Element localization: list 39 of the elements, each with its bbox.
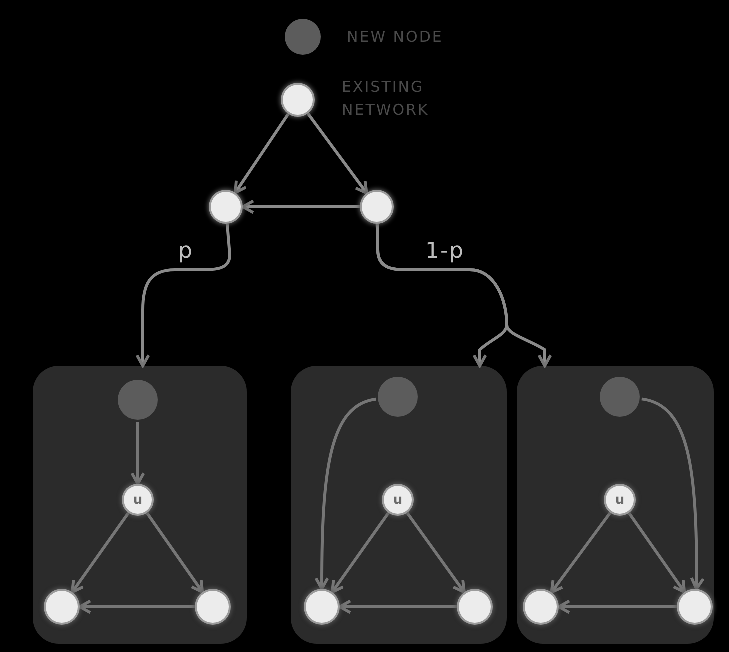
arrow: [70, 512, 130, 594]
node-caption: EXISTING NETWORK: [342, 77, 430, 122]
new-node-circle: [378, 377, 418, 417]
arrow: [78, 600, 195, 614]
node-circle: [46, 591, 78, 623]
arrow: [314, 398, 376, 590]
arrow: [628, 512, 686, 594]
edge-label: 1-p: [426, 241, 464, 263]
node-circle: [525, 591, 557, 623]
arrow: [242, 200, 360, 214]
arrow: [234, 113, 290, 194]
node-circle: [362, 192, 392, 222]
arrow: [558, 600, 677, 614]
panel: [517, 366, 714, 644]
arrow: [642, 398, 705, 591]
arrow: [338, 600, 457, 614]
node-circle: u: [606, 486, 634, 514]
node-circle: [211, 192, 241, 222]
arrow: [330, 512, 390, 594]
arrow: [146, 512, 204, 594]
panel: [291, 366, 507, 644]
node-circle: [679, 591, 711, 623]
node-circle: [306, 591, 338, 623]
node-circle: [197, 591, 229, 623]
node-circle: [459, 591, 491, 623]
node-circle: [283, 85, 313, 115]
panel: [33, 366, 247, 644]
legend-text: NEW NODE: [347, 28, 444, 46]
arrow: [130, 422, 146, 486]
arrow: [376, 224, 552, 368]
node-circle: u: [384, 486, 412, 514]
arrow: [406, 512, 466, 594]
node-circle: u: [124, 486, 152, 514]
arrow: [136, 224, 232, 368]
new-node-circle: [600, 377, 640, 417]
arrow: [550, 512, 612, 594]
new-node-circle: [118, 380, 158, 420]
edge-label: p: [178, 241, 194, 263]
arrow: [306, 112, 368, 195]
